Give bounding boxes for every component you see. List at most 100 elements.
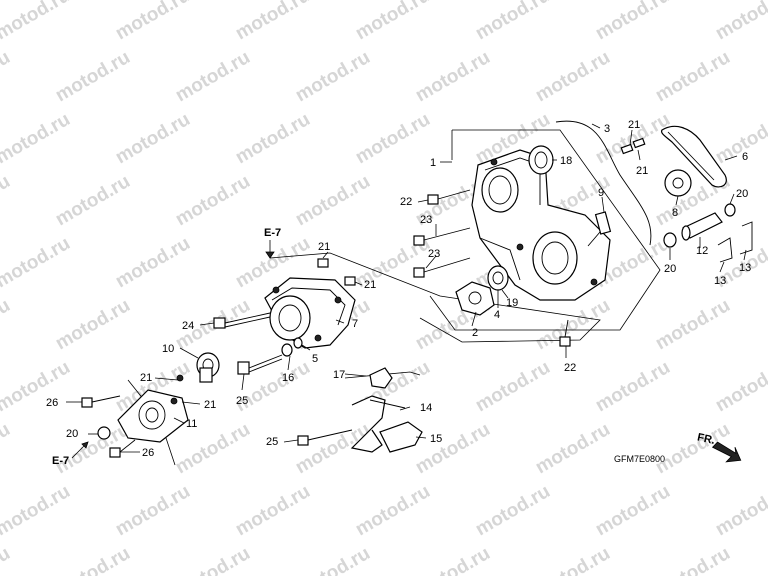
dowel-pins-cover [317,258,356,286]
watermark-text: motod.ru [0,419,14,478]
callout-11: 11 [186,418,197,430]
watermark-text: motod.ru [532,419,614,478]
joint-bolts [81,395,136,458]
callout-5: 5 [312,353,318,365]
callout-4: 4 [494,309,500,321]
watermark-text: motod.ru [0,295,14,354]
callout-26b: 26 [142,447,154,459]
watermark-text: motod.ru [52,295,134,354]
diagram-code: GFM7E0800 [614,454,665,464]
reference-arrows [71,240,275,459]
watermark-text: motod.ru [712,0,768,44]
watermark-text: motod.ru [532,543,614,576]
callout-24: 24 [182,320,194,332]
bolts-body [413,189,571,347]
watermark-text: motod.ru [52,543,134,576]
callout-9: 9 [598,187,604,199]
callout-20c: 20 [736,188,748,200]
callout-16: 16 [282,372,294,384]
drive-chain [660,125,727,188]
callout-13a: 13 [714,275,726,287]
callout-17: 17 [333,369,345,381]
cover-long-bolt [237,354,283,375]
callout-22b: 22 [564,362,576,374]
callout-14: 14 [420,402,432,414]
watermark-text: motod.ru [712,481,768,540]
callout-23b: 23 [428,248,440,260]
callout-21b: 21 [636,165,648,177]
watermark-text: motod.ru [112,0,194,44]
watermark-text: motod.ru [52,171,134,230]
callout-15: 15 [430,433,442,445]
watermark-text: motod.ru [352,481,434,540]
callout-21f: 21 [204,399,216,411]
pump-collar [681,212,723,241]
watermark-text: motod.ru [412,419,494,478]
watermark-text: motod.ru [412,543,494,576]
watermark-text: motod.ru [712,109,768,168]
watermark-text: motod.ru [592,109,674,168]
watermark-text: motod.ru [52,419,134,478]
callout-10: 10 [162,343,174,355]
watermark-text: motod.ru [352,0,434,44]
callout-21a: 21 [628,119,640,131]
watermark-text: motod.ru [0,543,14,576]
front-direction-icon [711,441,742,463]
leader-lines [66,123,747,453]
watermark-text: motod.ru [592,357,674,416]
callout-21d: 21 [364,279,376,291]
oil-pipe [196,352,220,383]
watermark-text: motod.ru [652,543,734,576]
watermark-text: motod.ru [172,171,254,230]
callout-21c: 21 [318,241,330,253]
group-frames [127,129,661,466]
watermark-text: motod.ru [292,543,374,576]
watermark-text: motod.ru [112,481,194,540]
watermark-text: motod.ru [592,0,674,44]
callout-22a: 22 [400,196,412,208]
callout-12: 12 [696,245,708,257]
watermark-text: motod.ru [292,171,374,230]
callout-7: 7 [352,318,358,330]
watermark-text: motod.ru [472,481,554,540]
callout-25b: 25 [266,436,278,448]
watermark-text: motod.ru [412,47,494,106]
watermark-text: motod.ru [0,109,74,168]
pump-shaft [587,211,612,247]
watermark-text: motod.ru [532,295,614,354]
watermark-text: motod.ru [172,47,254,106]
callout-20a: 20 [66,428,78,440]
watermark-text: motod.ru [712,357,768,416]
ref-e7-lower: E-7 [52,455,69,467]
oil-pump-body [471,149,611,301]
callout-3: 3 [604,123,610,135]
watermark-text: motod.ru [652,47,734,106]
watermark-text: motod.ru [292,47,374,106]
watermark-text: motod.ru [232,0,314,44]
watermark-text: motod.ru [172,419,254,478]
ref-e7-upper: E-7 [264,227,281,239]
callout-19: 19 [506,297,518,309]
watermark-text: motod.ru [652,295,734,354]
watermark-text: motod.ru [172,543,254,576]
watermark-text: motod.ru [0,481,74,540]
outer-rotor [487,265,509,291]
callout-21e: 21 [140,372,152,384]
pressure-fitting [369,367,393,389]
oil-seal [528,145,554,175]
strainer-bracket [350,395,406,453]
watermark-text: motod.ru [472,0,554,44]
callout-labels: 1 2 3 4 5 6 7 8 9 10 11 12 13 13 14 15 1… [46,119,751,459]
callout-1: 1 [430,157,436,169]
watermark-text: motod.ru [0,47,14,106]
watermark-text: motod.ru [472,357,554,416]
watermark-text: motod.ru [0,0,74,44]
gasket-wire [555,120,652,246]
watermark-text: motod.ru [592,481,674,540]
callout-13b: 13 [739,262,751,274]
watermark-text: motod.ru [0,233,74,292]
watermark-text: motod.ru [232,109,314,168]
o-rings [281,337,303,357]
